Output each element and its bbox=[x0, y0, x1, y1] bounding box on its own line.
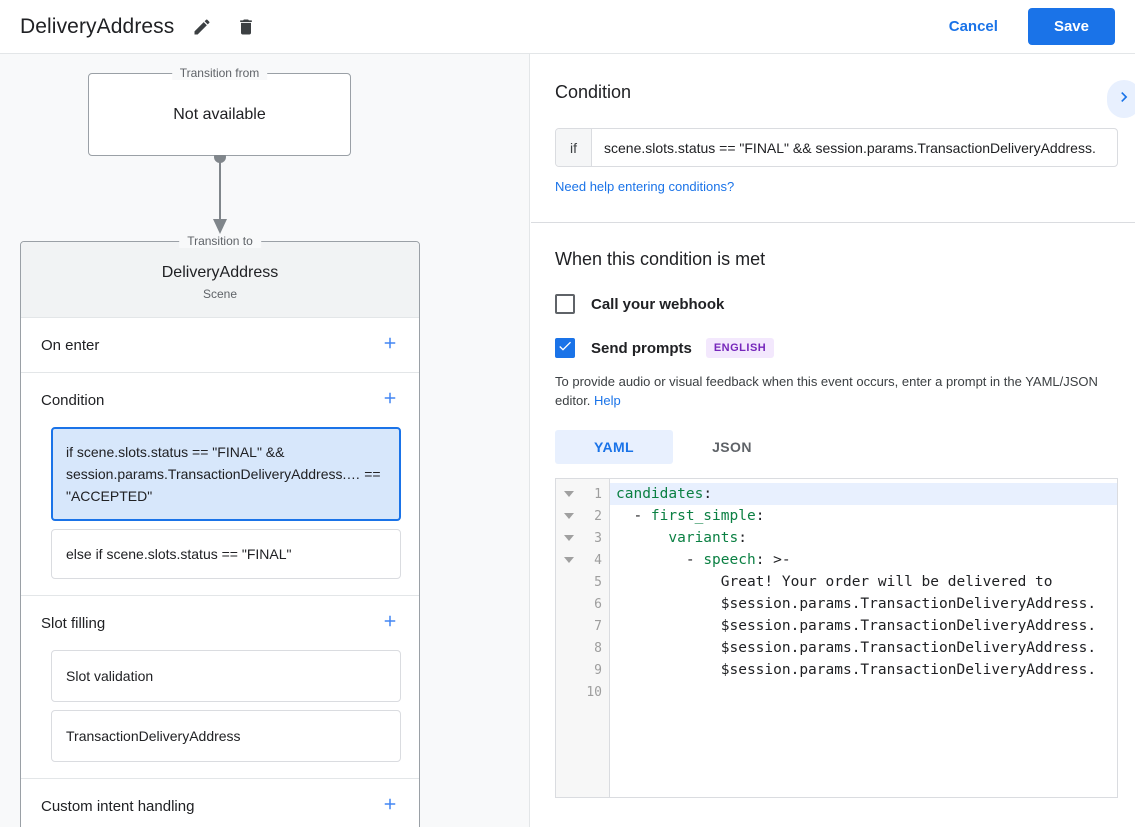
condition-item[interactable]: else if scene.slots.status == "FINAL" bbox=[51, 529, 401, 579]
transition-to-header: DeliveryAddress Scene bbox=[21, 242, 419, 318]
call-webhook-label: Call your webhook bbox=[591, 295, 725, 313]
send-prompts-label: Send prompts bbox=[591, 339, 692, 357]
condition-input[interactable] bbox=[592, 129, 1117, 166]
transition-to-name: DeliveryAddress bbox=[161, 264, 279, 281]
pencil-icon bbox=[192, 17, 212, 37]
chevron-right-icon bbox=[1114, 87, 1134, 112]
save-button[interactable]: Save bbox=[1027, 8, 1115, 45]
add-custom-intent-button[interactable] bbox=[379, 795, 401, 817]
plus-icon bbox=[381, 612, 399, 635]
editor-line-number: 6 bbox=[594, 596, 602, 612]
editor-code-line[interactable] bbox=[610, 681, 1117, 703]
editor-line-number: 3 bbox=[556, 527, 609, 549]
editor-code-line[interactable]: $session.params.TransactionDeliveryAddre… bbox=[616, 618, 1097, 634]
if-prefix-label: if bbox=[556, 129, 592, 166]
section-header-condition[interactable]: Condition bbox=[21, 373, 419, 427]
add-condition-button[interactable] bbox=[379, 389, 401, 411]
section-title-condition: Condition bbox=[41, 391, 105, 409]
call-webhook-row: Call your webhook bbox=[555, 294, 1135, 314]
section-title-slot-filling: Slot filling bbox=[41, 614, 106, 632]
right-panel: Condition if Need help entering conditio… bbox=[531, 54, 1135, 827]
editor-line-number: 5 bbox=[594, 574, 602, 590]
condition-heading: Condition bbox=[555, 82, 632, 102]
trash-icon bbox=[236, 17, 256, 37]
transition-from-value: Not available bbox=[173, 105, 266, 123]
tab-json[interactable]: JSON bbox=[712, 439, 752, 455]
section-slot-filling: Slot filling Slot validation Transaction… bbox=[21, 596, 419, 779]
slot-item[interactable]: Slot validation bbox=[51, 650, 401, 702]
when-condition-met-section: When this condition is met Call your web… bbox=[531, 223, 1135, 798]
condition-editor-section: Condition if Need help entering conditio… bbox=[531, 54, 1135, 222]
top-bar: DeliveryAddress Cancel Save bbox=[0, 0, 1135, 54]
fold-triangle-icon[interactable] bbox=[564, 513, 574, 519]
prompts-hint-text: To provide audio or visual feedback when… bbox=[555, 374, 1098, 408]
send-prompts-checkbox[interactable] bbox=[555, 338, 575, 358]
editor-code-line[interactable]: $session.params.TransactionDeliveryAddre… bbox=[616, 640, 1097, 656]
section-header-custom-intent-handling[interactable]: Custom intent handling bbox=[21, 779, 419, 827]
language-badge: ENGLISH bbox=[705, 338, 775, 358]
send-prompts-row: Send prompts ENGLISH bbox=[555, 338, 1135, 358]
flow-connector bbox=[213, 155, 227, 234]
transition-to-box: Transition to DeliveryAddress Scene On e… bbox=[20, 234, 420, 827]
plus-icon bbox=[381, 795, 399, 818]
slot-item[interactable]: TransactionDeliveryAddress bbox=[51, 710, 401, 762]
editor-line-number: 8 bbox=[594, 640, 602, 656]
editor-line-number: 2 bbox=[556, 505, 609, 527]
plus-icon bbox=[381, 334, 399, 357]
prompts-hint: To provide audio or visual feedback when… bbox=[555, 372, 1111, 410]
when-condition-met-heading: When this condition is met bbox=[555, 249, 766, 269]
condition-list: if scene.slots.status == "FINAL" && sess… bbox=[21, 427, 419, 595]
edit-button[interactable] bbox=[186, 11, 218, 43]
condition-item[interactable]: if scene.slots.status == "FINAL" && sess… bbox=[51, 427, 401, 521]
fold-triangle-icon[interactable] bbox=[564, 535, 574, 541]
section-condition: Condition if scene.slots.status == "FINA… bbox=[21, 373, 419, 596]
editor-code-line[interactable]: $session.params.TransactionDeliveryAddre… bbox=[616, 662, 1097, 678]
format-tabs: YAML JSON bbox=[555, 430, 1135, 464]
call-webhook-checkbox[interactable] bbox=[555, 294, 575, 314]
editor-line-number: 7 bbox=[594, 618, 602, 634]
tab-yaml[interactable]: YAML bbox=[555, 430, 673, 464]
transition-to-type: Scene bbox=[202, 287, 238, 301]
slot-list: Slot validation TransactionDeliveryAddre… bbox=[21, 650, 419, 778]
expand-panel-button[interactable] bbox=[1107, 80, 1135, 118]
editor-code-line[interactable]: $session.params.TransactionDeliveryAddre… bbox=[616, 596, 1097, 612]
editor-line-number: 1 bbox=[556, 483, 609, 505]
delete-button[interactable] bbox=[230, 11, 262, 43]
editor-code-line[interactable]: Great! Your order will be delivered to bbox=[616, 574, 1053, 590]
section-custom-intent-handling: Custom intent handling bbox=[21, 779, 419, 827]
plus-icon bbox=[381, 389, 399, 412]
condition-input-row: if bbox=[555, 128, 1118, 167]
connector-arrow bbox=[213, 219, 227, 234]
left-panel: Transition from Not available Transition… bbox=[0, 54, 530, 827]
transition-from-legend: Transition from bbox=[171, 66, 268, 80]
section-header-on-enter[interactable]: On enter bbox=[21, 318, 419, 372]
help-link[interactable]: Help bbox=[594, 393, 621, 408]
editor-line-number: 10 bbox=[586, 684, 602, 700]
transition-to-legend: Transition to bbox=[179, 234, 261, 248]
need-help-conditions-link[interactable]: Need help entering conditions? bbox=[555, 179, 735, 194]
editor-code-line[interactable]: - first_simple: bbox=[616, 508, 765, 524]
editor-code-line[interactable]: candidates: bbox=[610, 483, 1117, 505]
section-title-on-enter: On enter bbox=[41, 336, 100, 354]
fold-triangle-icon[interactable] bbox=[564, 557, 574, 563]
editor-code-area[interactable]: candidates: - first_simple: variants: - … bbox=[610, 479, 1117, 797]
fold-triangle-icon[interactable] bbox=[564, 491, 574, 497]
cancel-button[interactable]: Cancel bbox=[935, 10, 1012, 43]
transition-from-box: Transition from Not available bbox=[88, 66, 351, 156]
section-on-enter: On enter bbox=[21, 318, 419, 373]
editor-line-number: 4 bbox=[556, 549, 609, 571]
editor-code-line[interactable]: variants: bbox=[668, 530, 747, 546]
page-title: DeliveryAddress bbox=[20, 14, 175, 38]
section-title-custom-intent-handling: Custom intent handling bbox=[41, 797, 195, 815]
add-on-enter-button[interactable] bbox=[379, 334, 401, 356]
editor-code-line[interactable]: - speech: >- bbox=[616, 552, 791, 568]
section-header-slot-filling[interactable]: Slot filling bbox=[21, 596, 419, 650]
checkmark-icon bbox=[557, 338, 573, 359]
add-slot-button[interactable] bbox=[379, 612, 401, 634]
editor-line-number: 9 bbox=[594, 662, 602, 678]
panel-divider bbox=[531, 222, 1135, 223]
